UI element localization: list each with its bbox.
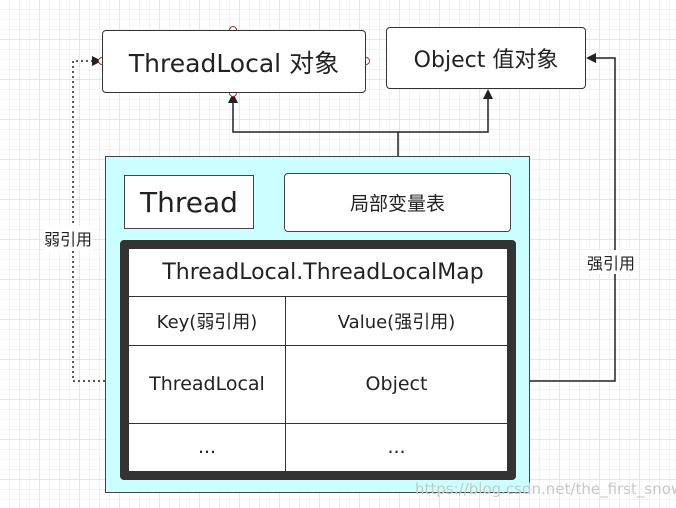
key-header: Key(弱引用) <box>129 297 286 345</box>
value-header: Value(强引用) <box>337 312 456 333</box>
strong-reference-line <box>516 53 616 382</box>
threadlocal-object-box: ThreadLocal 对象 <box>102 30 366 93</box>
weak-reference-line <box>72 56 120 382</box>
watermark: https://blog.csdn.net/the_first_snow <box>415 480 676 498</box>
value-object-box: Object 值对象 <box>386 27 586 89</box>
thread-label: Thread <box>124 175 254 229</box>
map-row: ... ... <box>129 423 507 471</box>
map-row: ThreadLocal Object <box>129 345 507 424</box>
map-title: ThreadLocal.ThreadLocalMap <box>129 249 507 297</box>
arrow-to-threadlocal-object <box>228 93 399 173</box>
row-key: ... <box>129 423 286 471</box>
threadlocalmap-table: ThreadLocal.ThreadLocalMap Key(弱引用) Valu… <box>120 240 516 480</box>
row-key: ThreadLocal <box>129 345 286 423</box>
arrow-to-value-object <box>398 89 493 133</box>
row-value: Object <box>365 373 428 395</box>
strong-reference-label: 强引用 <box>587 250 636 274</box>
map-header-row: Key(弱引用) Value(强引用) <box>129 297 507 346</box>
local-variable-table-box: 局部变量表 <box>284 173 511 232</box>
row-value: ... <box>387 436 406 458</box>
weak-reference-label: 弱引用 <box>44 226 93 250</box>
